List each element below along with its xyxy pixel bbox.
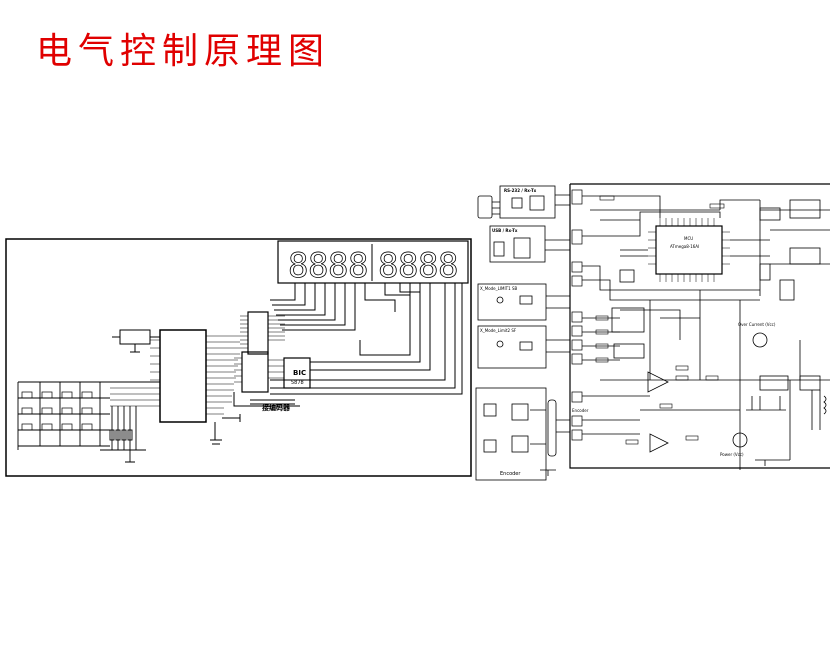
- digit-3: 8: [328, 246, 348, 286]
- usb-block: [489, 225, 546, 263]
- digit-7: 8: [418, 246, 438, 286]
- left-frame: [5, 238, 472, 477]
- optocoupler-1: [611, 307, 645, 333]
- limit1-label: X_Mode_LIMIT1 SB: [480, 286, 517, 291]
- driver-ic-2: [241, 351, 269, 393]
- page-title: 电气控制原理图: [36, 31, 331, 72]
- bic-chip-label: BIC: [293, 369, 306, 377]
- encoder-block: [475, 387, 547, 481]
- over-current-transistor: [752, 332, 768, 348]
- right-mcu: [655, 225, 723, 275]
- encoder-connection-label: 接编码器: [262, 403, 291, 412]
- usb-label: USB / Rx-Tx: [492, 228, 518, 233]
- encoder-label: Encoder: [500, 471, 521, 477]
- limit2-label: X_Mode_Limit2 SF: [480, 328, 517, 333]
- digit-row: 8 8 8 8 8 8 8 8: [288, 246, 459, 287]
- bic-chip-number: 5878: [291, 380, 304, 386]
- encoder-input-label: Encoder: [572, 408, 589, 413]
- keypad-matrix: [17, 381, 160, 463]
- limit-switch-1-block: [477, 283, 547, 321]
- opamp-1: [647, 371, 669, 393]
- power-label: Power (Vcc): [720, 452, 744, 457]
- digit-6: 8: [398, 246, 418, 286]
- bic-chip: [283, 357, 311, 389]
- right-schematic: [475, 183, 830, 481]
- db9-connector: [477, 195, 493, 219]
- opamp-2: [649, 433, 669, 453]
- left-schematic: 8 8 8 8 8 8 8 8: [5, 238, 472, 477]
- mcu-label: MCU: [684, 236, 693, 241]
- limit-switch-2-block: [477, 325, 547, 369]
- mcu-part-label: ATmega8-16AI: [670, 244, 699, 249]
- digit-1: 8: [288, 246, 308, 286]
- main-mcu: [159, 329, 207, 423]
- optocoupler-2: [613, 343, 645, 359]
- driver-ic-1: [247, 311, 269, 355]
- seven-segment-display: [277, 240, 469, 284]
- digit-4: 8: [348, 246, 368, 286]
- digit-5: 8: [378, 246, 398, 286]
- digit-8: 8: [438, 246, 458, 286]
- over-current-label: Over Current (Vcc): [738, 322, 776, 327]
- regulator: [119, 329, 151, 345]
- power-transistor: [732, 432, 748, 448]
- main-board-frame: [569, 183, 830, 469]
- digit-2: 8: [308, 246, 328, 286]
- rs232-label: RS-232 / Rx-Tx: [504, 188, 537, 193]
